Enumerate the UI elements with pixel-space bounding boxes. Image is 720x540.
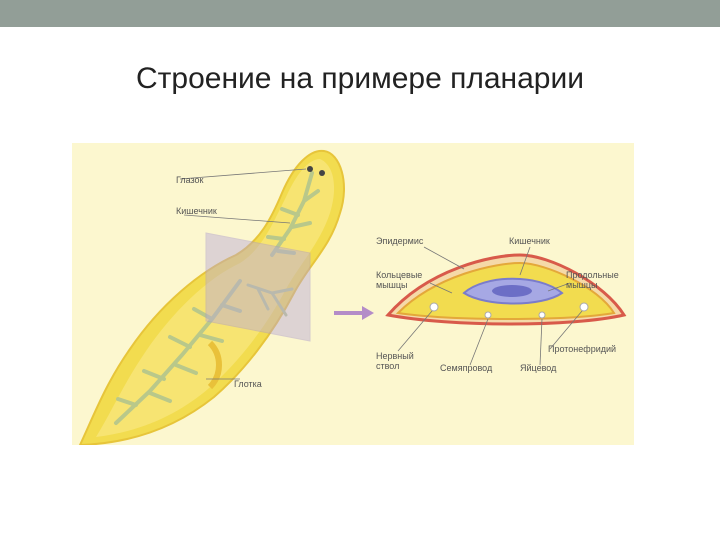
arrow-head <box>362 306 374 320</box>
pointer-eye <box>179 168 307 180</box>
gut-branches-rear <box>114 279 242 425</box>
duct-dot <box>484 311 492 319</box>
label-nerve-trunk-line2: ствол <box>376 361 400 371</box>
label-nerve-trunk-line1: Нервный <box>376 351 414 361</box>
eye-right <box>319 170 325 176</box>
pointer-nerve-trunk <box>397 310 433 352</box>
label-long-muscles: Продольные мышцы <box>566 270 619 290</box>
label-ring-muscles-line2: мышцы <box>376 280 408 290</box>
label-protonephridia: Протонефридий <box>548 344 617 354</box>
protonephridium-dot <box>538 311 546 319</box>
pointer-gut-right <box>519 246 531 276</box>
pointer-epidermis <box>423 246 465 270</box>
gut-side-branch <box>246 283 294 317</box>
label-gut-left: Кишечник <box>176 206 217 216</box>
label-nerve-trunk: Нервный ствол <box>376 351 414 371</box>
cross-section-gut-lumen <box>492 285 532 297</box>
label-epidermis: Эпидермис <box>376 236 424 246</box>
label-eye: Глазок <box>176 175 204 185</box>
label-ring-muscles: Кольцевые мышцы <box>376 270 422 290</box>
gut-branches-front <box>266 171 320 257</box>
label-oviduct: Яйцевод <box>520 363 557 373</box>
pointer-sperm-duct <box>469 318 489 366</box>
pointer-protonephridia <box>549 310 583 350</box>
eye-left <box>307 166 313 172</box>
pointer-gut-left <box>183 214 291 224</box>
planaria-figure: Глазок Кишечник Глотка Эпидермис Кишечни… <box>72 143 634 445</box>
top-bar <box>0 0 720 27</box>
pointer-oviduct <box>539 318 543 366</box>
label-long-muscles-line1: Продольные <box>566 270 619 280</box>
label-sperm-duct: Семяпровод <box>440 363 493 373</box>
planaria-body-inner <box>96 159 335 437</box>
slide-title: Строение на примере планарии <box>136 62 584 95</box>
pointer-ring-muscles <box>429 282 453 294</box>
planaria-drawing <box>78 149 627 445</box>
nerve-cord-right <box>579 302 589 312</box>
nerve-cord-left <box>429 302 439 312</box>
section-plane <box>205 232 311 342</box>
label-long-muscles-line2: мышцы <box>566 280 598 290</box>
label-ring-muscles-line1: Кольцевые <box>376 270 423 280</box>
pharynx <box>207 340 222 390</box>
label-gut-right: Кишечник <box>509 236 550 246</box>
label-pharynx: Глотка <box>234 379 262 389</box>
pointer-long-muscles <box>547 282 571 292</box>
